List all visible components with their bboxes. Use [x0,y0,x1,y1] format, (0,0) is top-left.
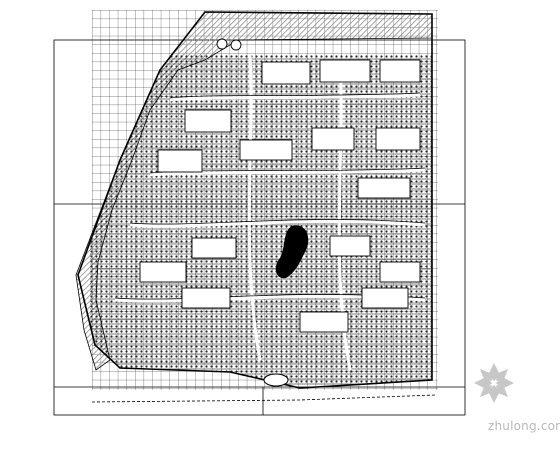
site-boundary [77,11,433,389]
snowflake-logo-icon [474,363,514,403]
central-pond [275,225,309,279]
south-entrance-plaza [263,373,289,387]
watermark-text: zhulong.com [488,419,560,433]
building-blocks [139,59,421,333]
setback-line [91,394,436,403]
entry-plaza-circles [216,38,242,51]
